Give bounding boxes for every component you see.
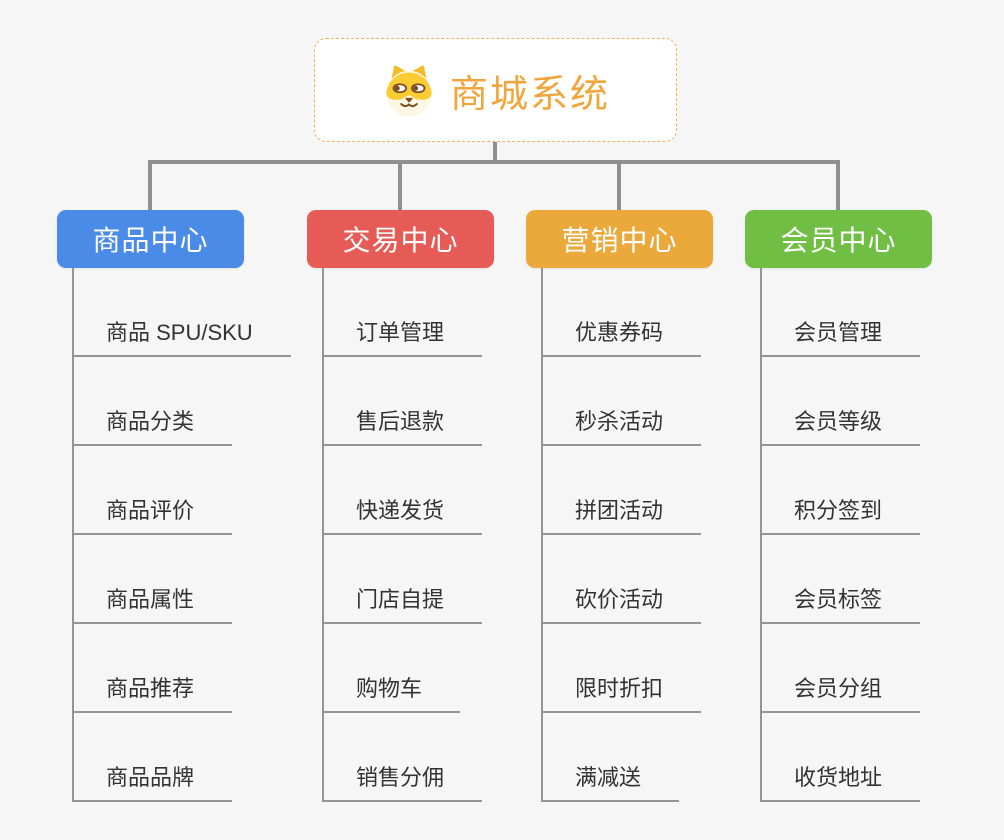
- leaf-node[interactable]: 会员等级: [762, 409, 921, 446]
- connector-drop-marketing: [617, 160, 621, 210]
- branch-children-member: 会员管理 会员等级 积分签到 会员标签 会员分组 收货地址: [760, 268, 921, 802]
- leaf-node[interactable]: 会员分组: [762, 676, 921, 713]
- leaf-node[interactable]: 商品属性: [74, 587, 233, 624]
- branch-node-member-center[interactable]: 会员中心: [745, 210, 932, 268]
- leaf-node[interactable]: 满减送: [543, 765, 680, 802]
- leaf-node[interactable]: 砍价活动: [543, 587, 702, 624]
- leaf-node[interactable]: 优惠券码: [543, 320, 702, 357]
- leaf-node[interactable]: 销售分佣: [324, 765, 483, 802]
- root-topic-node[interactable]: 商城系统: [314, 38, 677, 142]
- leaf-node[interactable]: 积分签到: [762, 498, 921, 535]
- leaf-node[interactable]: 订单管理: [324, 320, 483, 357]
- connector-horizontal-rail: [148, 160, 840, 164]
- leaf-node[interactable]: 会员标签: [762, 587, 921, 624]
- root-topic-label: 商城系统: [449, 73, 610, 116]
- leaf-node[interactable]: 门店自提: [324, 587, 483, 624]
- connector-drop-member: [836, 160, 840, 210]
- branch-children-product: 商品 SPU/SKU 商品分类 商品评价 商品属性 商品推荐 商品品牌: [72, 268, 291, 802]
- leaf-node[interactable]: 秒杀活动: [543, 409, 702, 446]
- leaf-node[interactable]: 商品品牌: [74, 765, 233, 802]
- connector-drop-trade: [398, 160, 402, 210]
- leaf-node[interactable]: 会员管理: [762, 320, 921, 357]
- leaf-node[interactable]: 售后退款: [324, 409, 483, 446]
- branch-children-marketing: 优惠券码 秒杀活动 拼团活动 砍价活动 限时折扣 满减送: [541, 268, 702, 802]
- connector-drop-product: [148, 160, 152, 210]
- branch-children-trade: 订单管理 售后退款 快递发货 门店自提 购物车 销售分佣: [322, 268, 483, 802]
- branch-node-product-center[interactable]: 商品中心: [57, 210, 244, 268]
- shiba-dog-icon: [386, 65, 432, 117]
- leaf-node[interactable]: 商品评价: [74, 498, 233, 535]
- leaf-node[interactable]: 快递发货: [324, 498, 483, 535]
- leaf-node[interactable]: 商品分类: [74, 409, 233, 446]
- leaf-node[interactable]: 商品 SPU/SKU: [74, 320, 291, 357]
- leaf-node[interactable]: 限时折扣: [543, 676, 702, 713]
- leaf-node[interactable]: 商品推荐: [74, 676, 233, 713]
- leaf-node[interactable]: 收货地址: [762, 765, 921, 802]
- leaf-node[interactable]: 购物车: [324, 676, 461, 713]
- connector-root-drop: [493, 142, 497, 164]
- branch-node-trade-center[interactable]: 交易中心: [307, 210, 494, 268]
- branch-node-marketing-center[interactable]: 营销中心: [526, 210, 713, 268]
- leaf-node[interactable]: 拼团活动: [543, 498, 702, 535]
